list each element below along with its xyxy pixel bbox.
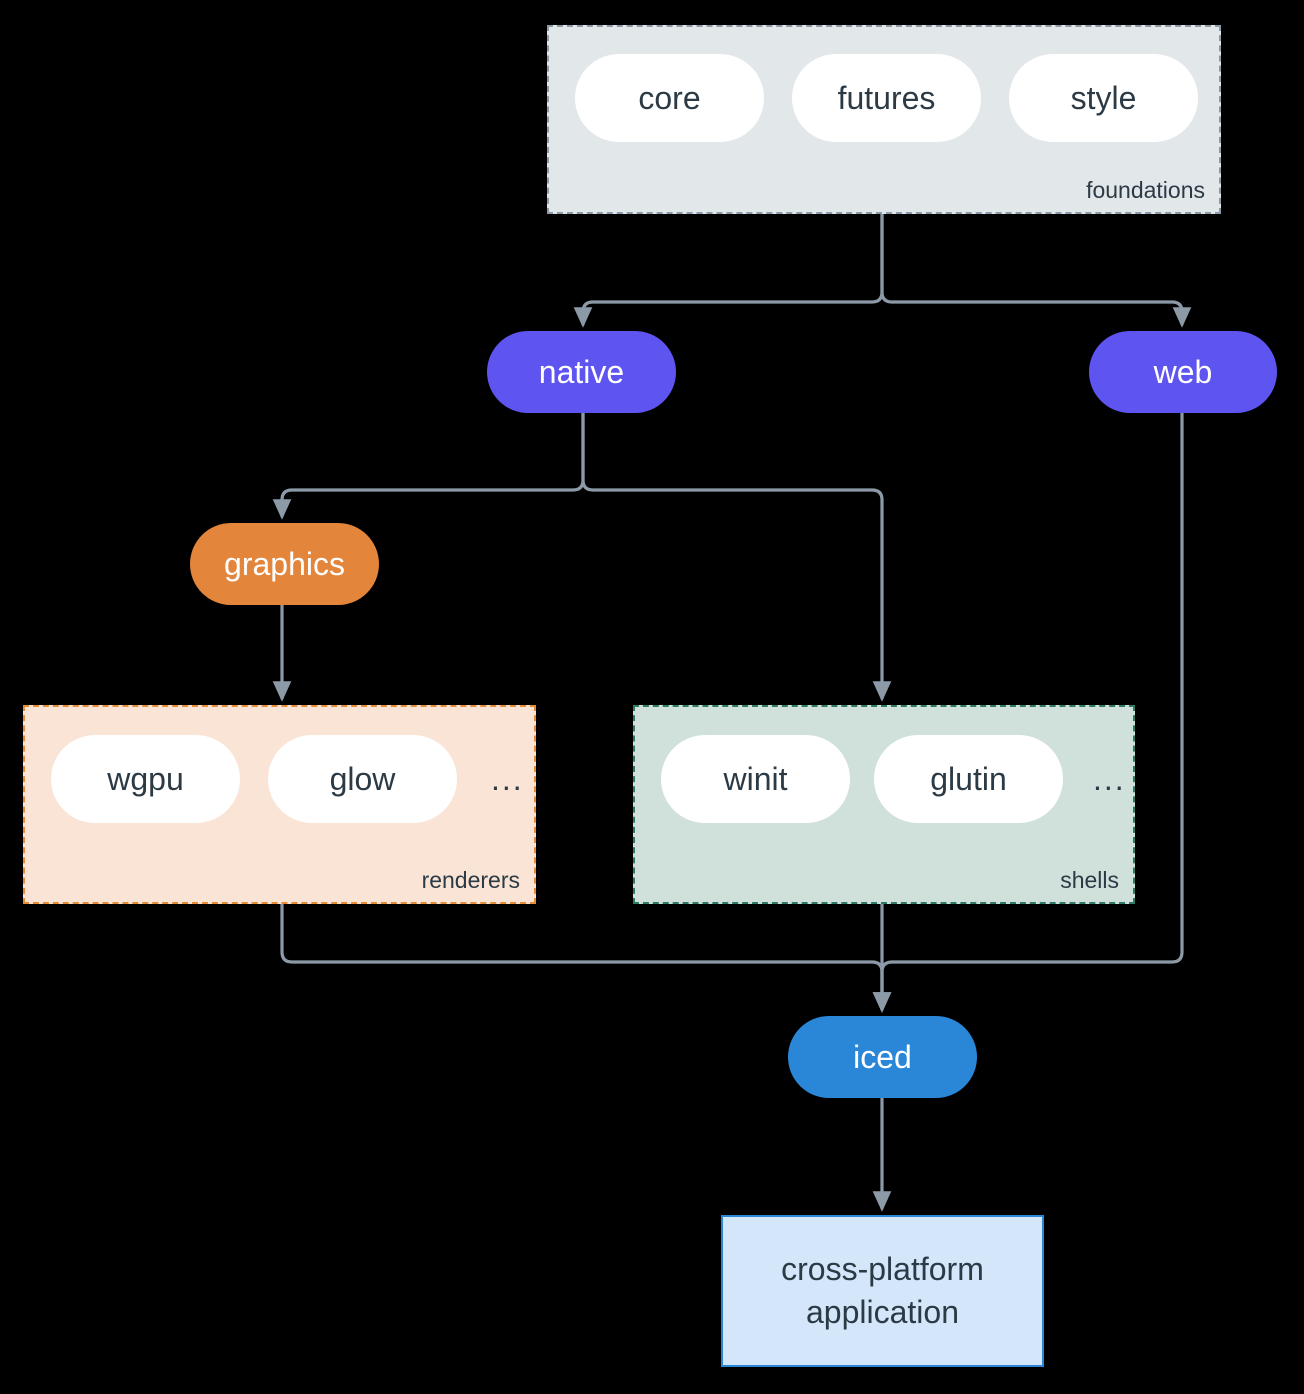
cluster-shells: winit glutin ... shells <box>633 705 1135 904</box>
node-graphics[interactable]: graphics <box>190 523 379 605</box>
edge-foundations-web <box>880 212 1192 328</box>
shells-more-ellipsis: ... <box>1093 761 1126 797</box>
node-web[interactable]: web <box>1089 331 1277 413</box>
cluster-renderers: wgpu glow ... renderers <box>23 705 536 904</box>
node-cross-platform-application[interactable]: cross-platform application <box>721 1215 1044 1367</box>
foundations-items: core futures style <box>575 54 1198 142</box>
edge-renderers-iced <box>280 902 892 1013</box>
node-wgpu[interactable]: wgpu <box>51 735 240 823</box>
node-glow-label: glow <box>329 760 396 797</box>
node-style[interactable]: style <box>1009 54 1198 142</box>
node-iced[interactable]: iced <box>788 1016 977 1098</box>
renderers-items: wgpu glow ... <box>51 735 530 823</box>
node-futures[interactable]: futures <box>792 54 981 142</box>
node-wgpu-label: wgpu <box>107 760 184 797</box>
cluster-foundations-label: foundations <box>1086 177 1205 203</box>
node-style-label: style <box>1070 79 1137 116</box>
node-core[interactable]: core <box>575 54 764 142</box>
edge-native-graphics <box>272 411 585 520</box>
node-iced-label: iced <box>853 1038 912 1075</box>
node-winit-label: winit <box>723 760 788 797</box>
application-label-line2: application <box>806 1294 959 1330</box>
node-futures-label: futures <box>837 79 936 116</box>
shells-items: winit glutin ... <box>661 735 1132 823</box>
node-native-label: native <box>538 353 625 390</box>
edge-native-shells <box>581 411 892 702</box>
renderers-more-ellipsis: ... <box>491 761 524 797</box>
node-glutin-label: glutin <box>930 760 1007 797</box>
node-graphics-label: graphics <box>224 545 345 582</box>
cluster-renderers-label: renderers <box>421 867 520 893</box>
node-web-label: web <box>1153 353 1213 390</box>
node-native[interactable]: native <box>487 331 676 413</box>
node-glow[interactable]: glow <box>268 735 457 823</box>
edge-foundations-native <box>573 212 884 328</box>
application-label-line1: cross-platform <box>781 1250 984 1287</box>
node-winit[interactable]: winit <box>661 735 850 823</box>
cluster-shells-label: shells <box>1060 867 1119 893</box>
node-core-label: core <box>638 79 701 116</box>
node-glutin[interactable]: glutin <box>874 735 1063 823</box>
cluster-foundations: core futures style foundations <box>547 25 1221 214</box>
